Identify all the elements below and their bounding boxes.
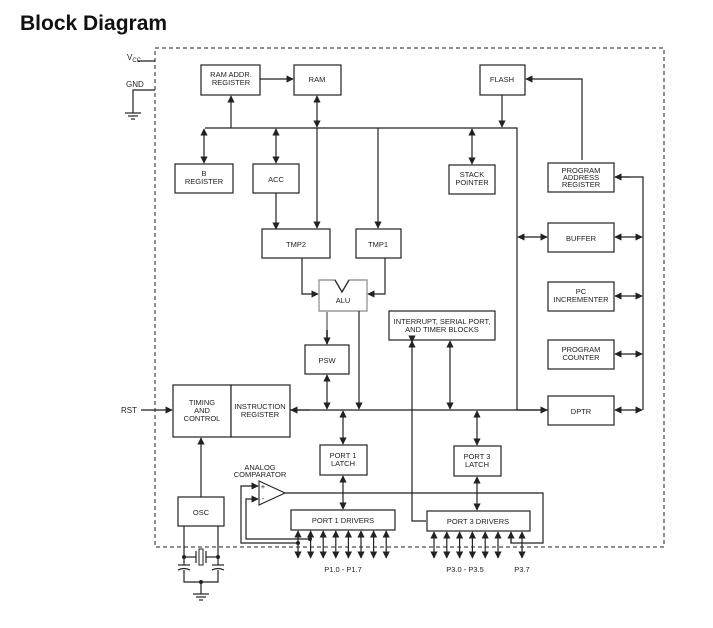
svg-text:TMP1: TMP1 [368,240,388,249]
port3-latch-block: PORT 3 LATCH [453,445,502,477]
instruction-register-block: INSTRUCTION REGISTER [230,384,291,438]
program-address-register-block: PROGRAM ADDRESS REGISTER [547,162,615,193]
psw-block: PSW [304,344,350,375]
dptr-block: DPTR [547,395,615,426]
ground-icon [125,112,141,120]
svg-text:REGISTER: REGISTER [212,78,251,87]
svg-text:CONTROL: CONTROL [184,414,221,423]
port1-drivers-block: PORT 1 DRIVERS [290,509,396,531]
svg-text:ALU: ALU [336,296,351,305]
svg-text:AND: AND [194,406,210,415]
svg-text:+: + [261,482,266,491]
svg-text:STACK: STACK [460,170,484,179]
svg-text:COUNTER: COUNTER [562,353,600,362]
svg-text:OSC: OSC [193,508,210,517]
svg-text:DPTR: DPTR [571,407,592,416]
alu-block: ALU [318,279,368,312]
svg-text:B: B [201,169,206,178]
p1-pins-label: P1.0 - P1.7 [324,565,362,574]
svg-text:PORT 1: PORT 1 [330,451,357,460]
svg-text:COMPARATOR: COMPARATOR [234,470,287,479]
gnd-pin: GND [125,80,155,120]
svg-text:TMP2: TMP2 [286,240,306,249]
svg-text:RAM ADDR.: RAM ADDR. [210,70,252,79]
b-register-block: B REGISTER [174,163,234,194]
port1-latch-block: PORT 1 LATCH [319,444,368,476]
svg-text:LATCH: LATCH [331,459,355,468]
port-pins [294,530,526,559]
rst-pin: RST [121,406,173,415]
svg-text:REGISTER: REGISTER [241,410,280,419]
svg-text:INCREMENTER: INCREMENTER [553,295,609,304]
port3-drivers-block: PORT 3 DRIVERS [426,510,531,532]
svg-text:PROGRAM: PROGRAM [562,345,601,354]
vcc-pin: VCC [127,53,155,64]
osc-block: OSC [177,496,225,527]
svg-text:INTERRUPT, SERIAL PORT,: INTERRUPT, SERIAL PORT, [394,317,491,326]
svg-text:PSW: PSW [318,356,336,365]
ram-addr-register-block: RAM ADDR. REGISTER [200,64,261,96]
svg-text:LATCH: LATCH [465,460,489,469]
ground-icon [193,593,209,601]
svg-text:ANALOG: ANALOG [244,463,275,472]
internal-bus [205,127,518,410]
timing-control-block: TIMING AND CONTROL [172,384,232,438]
svg-text:POINTER: POINTER [455,178,489,187]
svg-text:-: - [262,494,265,503]
tmp2-block: TMP2 [261,228,331,259]
svg-text:FLASH: FLASH [490,75,514,84]
svg-text:PORT 1 DRIVERS: PORT 1 DRIVERS [312,516,374,525]
interrupt-serial-timer-block: INTERRUPT, SERIAL PORT, AND TIMER BLOCKS [388,310,496,341]
crystal-circuit [177,526,225,601]
page-title: Block Diagram [20,12,168,35]
svg-text:PORT 3 DRIVERS: PORT 3 DRIVERS [447,517,509,526]
tmp1-block: TMP1 [355,228,402,259]
pc-incrementer-block: PC INCREMENTER [547,281,615,312]
svg-text:RST: RST [121,406,137,415]
p37-pin-label: P3.7 [514,565,529,574]
svg-text:GND: GND [126,80,144,89]
svg-text:TIMING: TIMING [189,398,215,407]
p3-pins-label: P3.0 - P3.5 [446,565,484,574]
program-counter-block: PROGRAM COUNTER [547,339,615,370]
svg-text:RAM: RAM [309,75,326,84]
svg-text:PROGRAM: PROGRAM [562,166,601,175]
svg-text:BUFFER: BUFFER [566,234,597,243]
svg-text:ACC: ACC [268,175,284,184]
svg-text:PORT 3: PORT 3 [464,452,491,461]
svg-text:VCC: VCC [127,53,142,64]
svg-text:INSTRUCTION: INSTRUCTION [234,402,285,411]
acc-block: ACC [252,163,300,194]
svg-text:PC: PC [576,287,587,296]
svg-text:AND TIMER BLOCKS: AND TIMER BLOCKS [405,325,479,334]
svg-text:REGISTER: REGISTER [185,177,224,186]
ram-block: RAM [293,64,342,96]
flash-block: FLASH [479,64,526,96]
chip-boundary [154,47,665,548]
svg-text:REGISTER: REGISTER [562,180,601,189]
buffer-block: BUFFER [547,222,615,253]
svg-text:ADDRESS: ADDRESS [563,173,599,182]
stack-pointer-block: STACK POINTER [448,164,496,195]
